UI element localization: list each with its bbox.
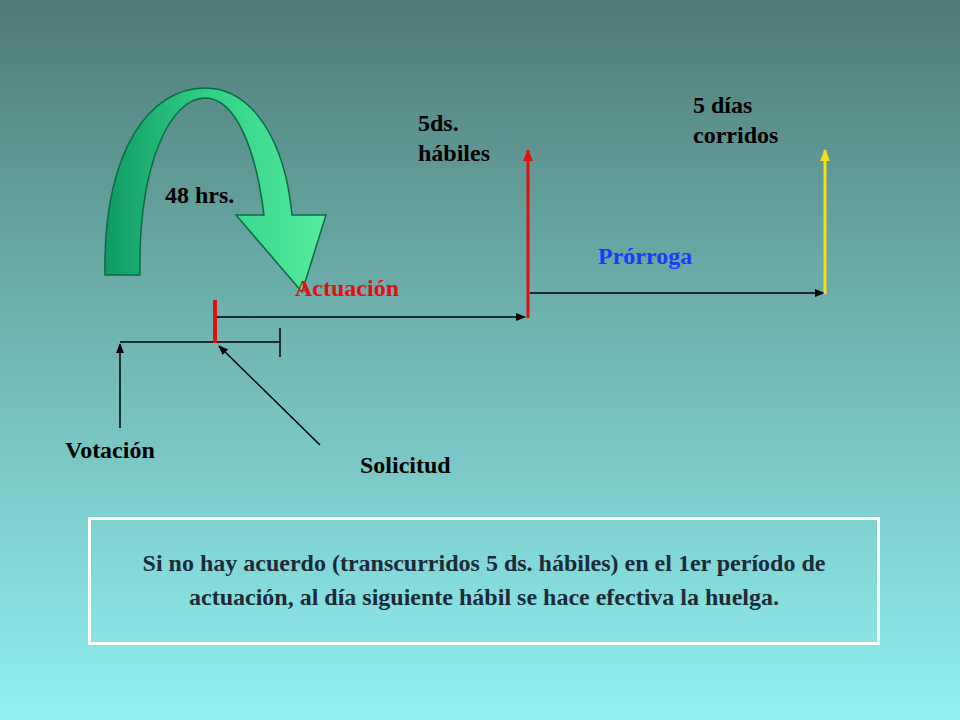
deadline-arrow [527,150,530,318]
leader-line [119,344,121,428]
deadline-label: 5ds. hábiles [418,108,523,168]
deadline-label: 5 días corridos [693,90,818,150]
extension-arrow [530,292,824,294]
period-arrow [217,316,525,318]
phase-label: Actuación [295,273,399,303]
event-label: Solicitud [360,450,451,480]
extension-deadline-arrow [824,150,827,294]
start-marker [213,300,217,343]
note-text: Si no hay acuerdo (transcurridos 5 ds. h… [107,547,861,614]
leader-line [219,346,320,445]
phase-label: Prórroga [598,241,692,271]
tick-mark [279,328,281,357]
event-label: Votación [65,435,155,465]
duration-label: 48 hrs. [165,180,234,210]
curved-arrow [105,88,326,292]
note-box: Si no hay acuerdo (transcurridos 5 ds. h… [88,517,880,645]
baseline [120,341,280,343]
